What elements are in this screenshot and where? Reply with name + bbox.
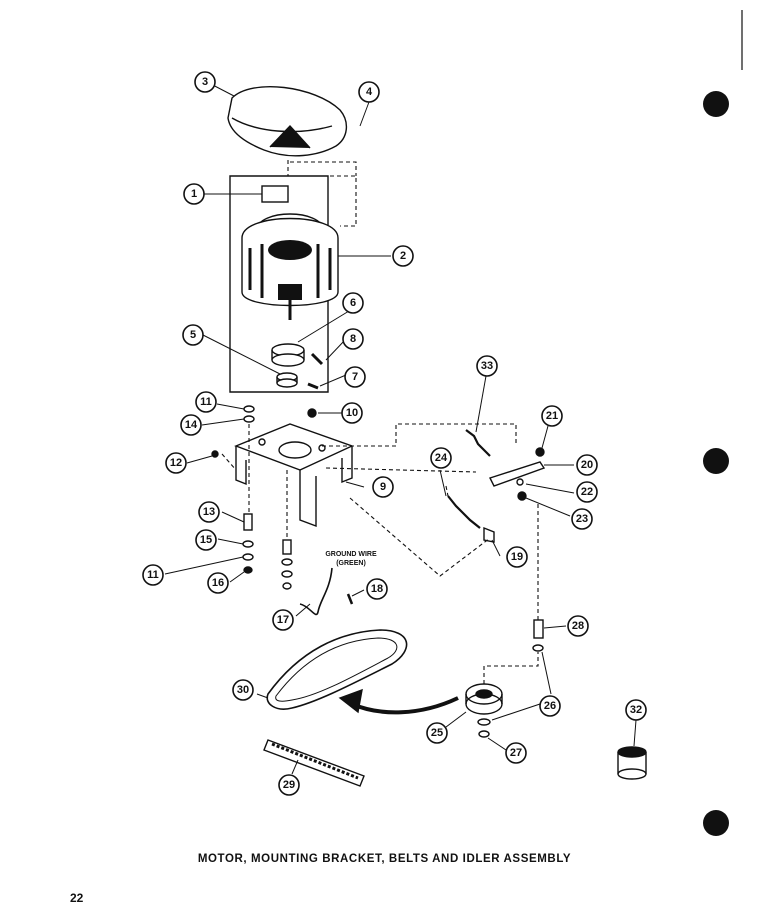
callout-21: 21	[546, 410, 558, 422]
callout-9: 9	[380, 481, 386, 493]
callout-15: 15	[200, 534, 212, 546]
callout-5: 5	[190, 329, 196, 341]
callout-19: 19	[511, 551, 523, 563]
callout-25: 25	[431, 727, 443, 739]
ground-wire-label-line1: GROUND WIRE	[325, 551, 377, 558]
pump-belt	[263, 739, 365, 787]
idler-pulley	[465, 683, 503, 715]
callout-29: 29	[283, 779, 295, 791]
callout-28: 28	[572, 620, 584, 632]
set-screw	[307, 382, 319, 390]
set-screw	[310, 352, 324, 366]
motor-pulley	[271, 343, 305, 367]
motor-enclosure-outline	[229, 175, 329, 393]
callout-24: 24	[435, 452, 448, 464]
ground-screw	[346, 593, 354, 605]
callout-leader-lines	[164, 81, 637, 775]
binder-hole	[703, 91, 729, 117]
pulley-hub	[276, 372, 298, 388]
belt-route-arrow	[351, 696, 459, 715]
mounting-bracket	[234, 423, 354, 528]
figure-caption: MOTOR, MOUNTING BRACKET, BELTS AND IDLER…	[197, 853, 572, 865]
screw	[517, 491, 527, 501]
callout-32: 32	[630, 704, 642, 716]
callout-11-upper: 11	[200, 396, 212, 408]
callout-17: 17	[277, 614, 289, 626]
washer	[477, 718, 491, 726]
callout-16: 16	[212, 577, 224, 589]
callout-30: 30	[237, 684, 249, 696]
callout-2: 2	[400, 250, 406, 262]
callout-23: 23	[576, 513, 588, 525]
callout-6: 6	[350, 297, 356, 309]
motor-cover	[227, 86, 347, 157]
callout-14: 14	[185, 419, 198, 431]
idler-spring	[465, 429, 491, 457]
idler-arm	[489, 461, 546, 487]
washer	[532, 644, 544, 652]
ground-wire-label-line2: (GREEN)	[336, 560, 366, 567]
callout-1: 1	[191, 188, 197, 200]
binder-hole	[703, 448, 729, 474]
nut	[535, 447, 545, 457]
binder-hole	[703, 810, 729, 836]
callout-12: 12	[170, 457, 182, 469]
retaining-ring	[478, 730, 490, 738]
callout-20: 20	[581, 459, 593, 471]
idler-shaft	[533, 619, 544, 639]
callout-8: 8	[350, 333, 356, 345]
assembly-guide-lines	[221, 160, 539, 684]
callout-4: 4	[366, 86, 373, 98]
callout-13: 13	[203, 506, 215, 518]
electric-motor	[241, 185, 339, 320]
belt-dressing-can	[617, 746, 647, 780]
drive-belt	[266, 629, 408, 710]
ground-wire	[299, 567, 333, 616]
callout-3: 3	[202, 76, 208, 88]
washer-stack	[242, 405, 255, 574]
callout-27: 27	[510, 747, 522, 759]
callout-26: 26	[544, 700, 556, 712]
bracket-clip	[483, 526, 495, 543]
idler-bracket	[447, 495, 481, 529]
washer	[516, 478, 524, 486]
callout-18: 18	[371, 583, 383, 595]
screw	[307, 408, 317, 418]
callout-33: 33	[481, 360, 493, 372]
callout-22: 22	[581, 486, 593, 498]
callout-10: 10	[346, 407, 358, 419]
page-number: 22	[70, 891, 84, 905]
grommet-stack	[281, 539, 293, 590]
callout-7: 7	[352, 371, 358, 383]
screw	[211, 450, 219, 458]
callout-11-lower: 11	[147, 569, 159, 581]
belt-route-arrow-head	[338, 688, 363, 714]
callout-bubbles	[142, 71, 647, 796]
